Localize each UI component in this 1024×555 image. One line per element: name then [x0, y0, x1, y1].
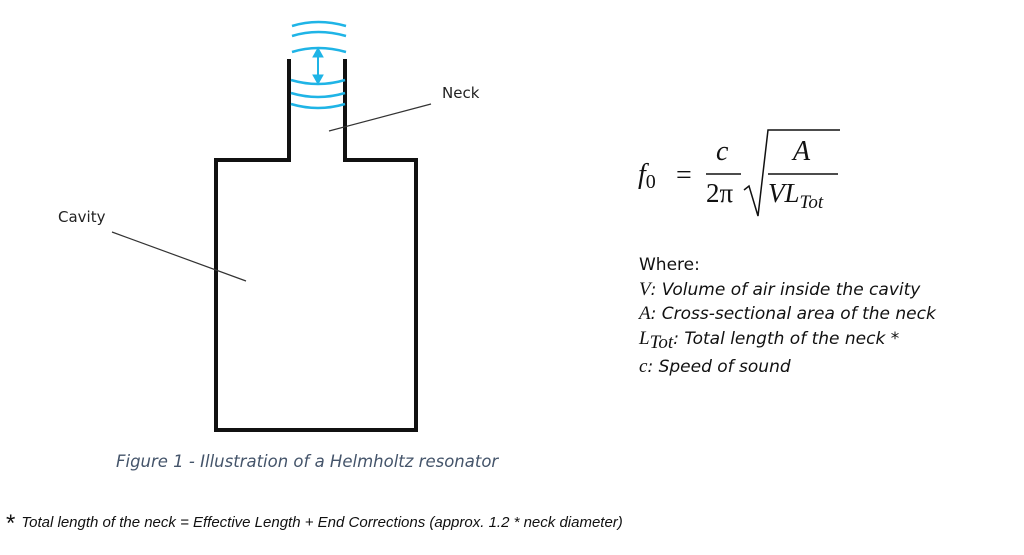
formula-root-denominator: VLTot: [768, 178, 824, 213]
square-root-sign: [743, 129, 840, 217]
cavity-label: Cavity: [58, 208, 106, 226]
formula-equals: =: [676, 160, 692, 191]
cavity-leader-line: [111, 231, 247, 282]
formula-lhs: f0: [638, 159, 656, 194]
resonator-outline: [214, 59, 418, 432]
definitions-heading: Where:: [639, 255, 700, 275]
formula-root-numerator: A: [793, 136, 811, 167]
footnote-text: Total length of the neck = Effective Len…: [21, 514, 623, 531]
wave-arc: [290, 91, 346, 99]
footnote-marker: *: [6, 510, 16, 537]
formula-f: f: [638, 159, 646, 190]
definition-item: V: Volume of air inside the cavity: [639, 278, 921, 300]
formula-f-sub: 0: [645, 171, 656, 193]
definition-item: A: Cross-sectional area of the neck: [639, 303, 936, 324]
oscillation-arrow: [312, 46, 324, 86]
definitions-block: Where: V: Volume of air inside the cavit…: [639, 253, 936, 380]
neck-label: Neck: [442, 84, 480, 102]
definition-item: c: Speed of sound: [639, 356, 791, 377]
wave-arc: [291, 20, 347, 28]
neck-leader-line: [328, 103, 432, 132]
footnote: * Total length of the neck = Effective Le…: [6, 510, 623, 538]
formula-numerator: c: [716, 136, 729, 167]
wave-arc: [290, 102, 346, 110]
formula-denominator: 2π: [706, 178, 734, 208]
wave-arc: [291, 30, 347, 38]
definition-item: LTot: Total length of the neck *: [639, 327, 900, 353]
figure-caption: Figure 1 - Illustration of a Helmholtz r…: [116, 452, 499, 471]
